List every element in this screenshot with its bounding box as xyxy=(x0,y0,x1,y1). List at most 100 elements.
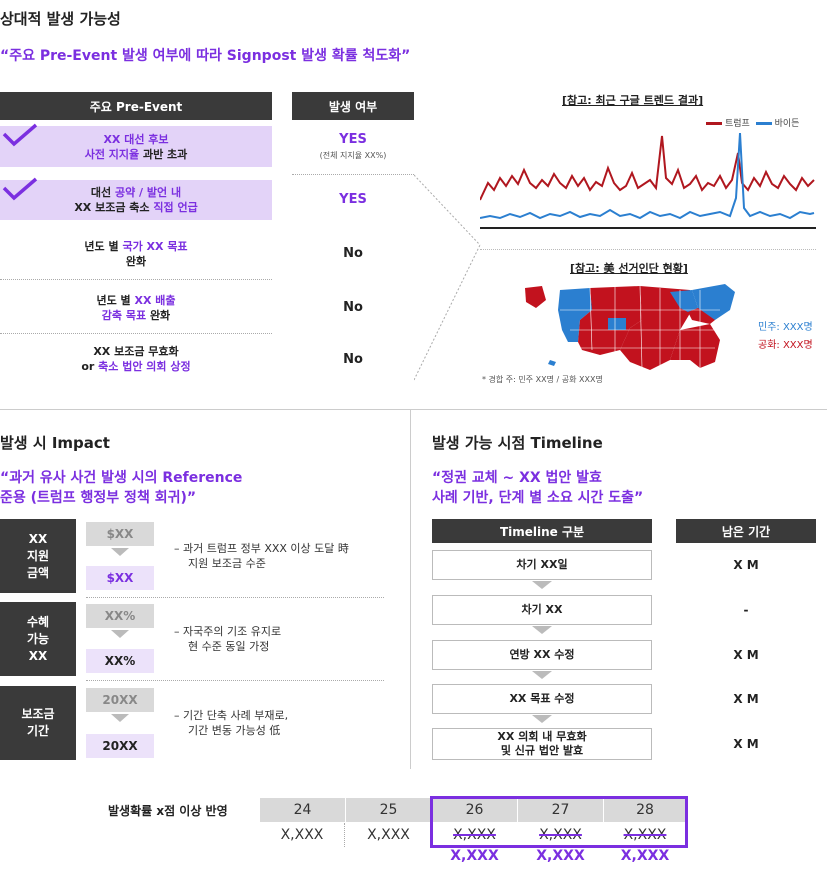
event-text: 과반 초과 xyxy=(139,147,188,161)
trends-title: [참고: 최근 구글 트렌드 결과] xyxy=(562,94,704,107)
section-title-timeline: 발생 가능 시점 Timeline xyxy=(432,434,603,452)
map-west-dem xyxy=(558,288,592,342)
col-header-stage: Timeline 구분 xyxy=(432,519,652,543)
event-text: 국가 XX 목표 xyxy=(122,239,188,253)
event-text: XX 배출 xyxy=(134,293,176,307)
event-text: 년도 별 xyxy=(96,293,135,307)
vertical-separator xyxy=(410,409,411,769)
impact-desc: 지원 보조금 수준 xyxy=(188,557,266,570)
timeline-remain: X M xyxy=(733,737,759,751)
event-text: 년도 별 xyxy=(84,239,123,253)
timeline-stage: 연방 XX 수정 xyxy=(432,640,652,670)
impact-after: 20XX xyxy=(86,734,154,758)
event-text: 감축 목표 xyxy=(101,308,147,322)
arrow-down-icon xyxy=(532,671,552,679)
divider xyxy=(86,680,384,681)
impact-desc: 기간 변동 가능성 低 xyxy=(188,724,281,737)
map-south-rep xyxy=(670,324,720,368)
arrow-down-icon xyxy=(111,630,129,638)
map-title: [참고: 美 선거인단 현황] xyxy=(570,262,688,275)
event-row-4: 년도 별 XX 배출 감축 목표 완화 xyxy=(0,282,272,334)
map-hawaii xyxy=(548,360,556,366)
map-midwest-dem xyxy=(670,290,698,312)
occur-value: YES xyxy=(339,132,367,147)
occur-value: No xyxy=(343,352,363,367)
impact-before: $XX xyxy=(86,522,154,546)
bottom-row-label: 발생확률 x점 이상 반영 xyxy=(108,804,228,818)
event-text: 축소 법안 의회 상정 xyxy=(98,360,191,373)
impact-desc: 현 수준 동일 가정 xyxy=(188,640,270,653)
timeline-remain: - xyxy=(743,603,749,617)
arrow-down-icon xyxy=(111,714,129,722)
timeline-remain: X M xyxy=(733,648,759,662)
event-text: 완화 xyxy=(125,254,147,268)
value-cell-struck: X,XXX xyxy=(453,827,496,843)
arrow-down-icon xyxy=(532,626,552,634)
event-text: 대선 xyxy=(90,186,115,199)
year-cell: 24 xyxy=(260,798,345,822)
divider xyxy=(86,597,384,598)
event-text: XX 보조금 축소 xyxy=(74,201,154,214)
value-cell-struck: X,XXX xyxy=(623,827,667,843)
arrow-down-icon xyxy=(111,548,129,556)
event-text: 완화 xyxy=(146,308,171,322)
section-title-impact: 발생 시 Impact xyxy=(0,434,110,452)
value-cell-struck: X,XXX xyxy=(539,827,582,843)
impact-before: 20XX xyxy=(86,688,154,712)
connector-lines xyxy=(414,174,481,381)
map-alaska xyxy=(525,286,546,308)
section-title-likelihood: 상대적 발생 가능성 xyxy=(0,10,121,28)
state-borders xyxy=(560,285,720,369)
timeline-stage: XX 의회 내 무효화 및 신규 법안 발효 xyxy=(432,728,652,760)
legend-label: 트럼프 xyxy=(725,119,750,129)
col-header-remain: 남은 기간 xyxy=(676,519,816,543)
impact-desc: – 자국주의 기조 유지로 xyxy=(174,625,282,638)
timeline-remain: X M xyxy=(733,558,759,572)
event-row-2: 대선 공약 / 발언 내 XX 보조금 축소 직접 언급 xyxy=(0,180,272,220)
impact-after: XX% xyxy=(86,649,154,673)
timeline-subtitle-1: “정권 교체 ~ XX 법안 발효 xyxy=(432,470,602,486)
event-text: or xyxy=(81,360,99,373)
occur-value: No xyxy=(343,246,363,261)
year-cell: 25 xyxy=(346,798,431,822)
event-text: XX 보조금 무효화 xyxy=(93,345,179,358)
new-value: X,XXX xyxy=(536,848,585,864)
arrow-down-icon xyxy=(532,715,552,723)
map-rep-count: 공화: XXX명 xyxy=(758,340,813,351)
timeline-stage: 차기 XX일 xyxy=(432,550,652,580)
legend-swatch xyxy=(706,122,722,125)
check-icon xyxy=(2,123,38,147)
value-cell: X,XXX xyxy=(260,823,345,847)
year-cell: 27 xyxy=(518,798,603,822)
impact-label: 수혜 가능 XX xyxy=(0,602,76,676)
biden-trend-line xyxy=(480,132,815,220)
map-east-rep xyxy=(688,308,715,324)
impact-label: XX 지원 금액 xyxy=(0,519,76,593)
highlight-box xyxy=(430,796,688,848)
trends-legend: 트럼프 바이든 xyxy=(706,116,799,129)
timeline-stage: 차기 XX xyxy=(432,595,652,625)
occur-value: YES xyxy=(339,192,367,207)
trends-chart xyxy=(480,132,816,229)
horizontal-separator xyxy=(0,409,827,410)
map-central-rep xyxy=(620,286,692,370)
new-value: X,XXX xyxy=(620,848,670,864)
event-text: XX 대선 후보 xyxy=(103,132,169,146)
col-header-event: 주요 Pre-Event xyxy=(0,92,272,120)
timeline-stage: XX 목표 수정 xyxy=(432,684,652,714)
new-value: X,XXX xyxy=(450,848,499,864)
map-northeast-dem xyxy=(692,284,735,320)
year-cell: 28 xyxy=(604,798,686,822)
timeline-remain: X M xyxy=(733,692,759,706)
map-note: * 경합 주: 민주 XX명 / 공화 XXX명 xyxy=(482,375,603,384)
occur-note: (전체 지지율 XX%) xyxy=(319,151,387,160)
us-electoral-map xyxy=(525,284,735,370)
impact-subtitle-1: “과거 유사 사건 발생 시의 Reference xyxy=(0,470,243,486)
impact-after: $XX xyxy=(86,566,154,590)
event-text: 직접 언급 xyxy=(153,201,198,214)
timeline-subtitle-2: 사례 기반, 단계 별 소요 시간 도출” xyxy=(432,490,644,506)
col-header-occur: 발생 여부 xyxy=(292,92,414,120)
event-text: 사전 지지율 xyxy=(84,147,140,161)
map-colorado-dem xyxy=(608,318,626,330)
trump-trend-line xyxy=(480,135,815,201)
